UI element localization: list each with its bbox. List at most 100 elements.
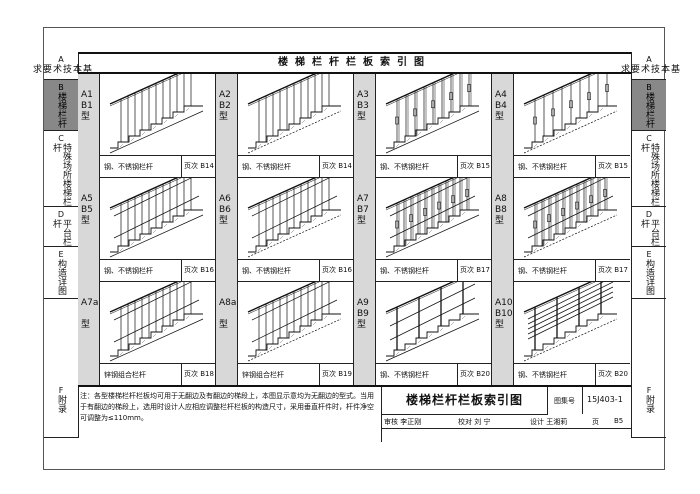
type-label: A4 B4 型 [495,90,507,122]
railing-elevation-drawing [100,74,216,156]
atlas-label: 图集号 [554,397,575,405]
chapter-title: 基本技术要求 [619,64,679,73]
railing-type-cell[interactable]: A1 B1 型钢、不锈钢栏杆 页次 B14 [78,74,216,178]
type-label-box: A10 B10 型 [492,282,514,386]
page-reference[interactable]: 页次 B16 [181,260,216,281]
type-label-box: A5 B5 型 [78,178,100,282]
caption-bar: 钢、不锈钢栏杆 页次 B14 [238,155,354,177]
type-label: A6 B6 型 [219,194,231,226]
page-reference[interactable]: 页次 B16 [319,260,354,281]
type-label-box: A3 B3 型 [354,74,376,178]
design-signature: 设计 王湘莉 [530,418,568,426]
chapter-title: 附录 [56,395,66,413]
general-note: 注：各型楼梯栏杆栏板均可用于无翻边及有翻边的梯段上，本图显示意均为无翻边的型式。… [80,392,374,422]
type-label: A8 B8 型 [495,194,507,226]
railing-elevation-drawing [376,74,492,156]
material-caption: 锌钢组合栏杆 [104,371,146,379]
chapter-letter: F [58,386,64,395]
railing-elevation-drawing [376,282,492,364]
chapter-letter: B [58,83,64,92]
signature-row: 审核 李正刚 校对 刘 宁 设计 王湘莉 页 B5 [382,414,632,429]
caption-bar: 锌钢组合栏杆 页次 B18 [100,363,216,385]
chapter-title: 构造详图 [644,259,654,295]
type-label: A10 B10 型 [495,298,513,330]
material-caption: 钢、不锈钢栏杆 [518,163,567,171]
chapter-title: 特殊场所楼梯栏杆 [51,143,71,206]
page-reference[interactable]: 页次 B14 [319,156,354,177]
page-reference[interactable]: 页次 B20 [457,364,492,385]
railing-elevation-drawing [238,282,354,364]
chapter-title: 构造详图 [56,259,66,295]
type-label-box: A7 B7 型 [354,178,376,282]
page-reference[interactable]: 页次 B17 [595,260,630,281]
page-number: B5 [614,417,624,425]
railing-elevation-drawing [100,178,216,260]
chapter-letter: C [58,134,64,143]
chapter-title: 基本技术要求 [31,64,91,73]
caption-bar: 钢、不锈钢栏杆 页次 B15 [376,155,492,177]
railing-elevation-drawing [514,282,630,364]
chapter-title: 平台栏杆 [51,219,71,246]
type-label-box: A8 B8 型 [492,178,514,282]
chapter-letter: B [646,83,652,92]
railing-type-cell[interactable]: A2 B2 型钢、不锈钢栏杆页次 B14 [216,74,354,178]
type-label-box: A9 B9 型 [354,282,376,386]
railing-type-cell[interactable]: A8a 型锌钢组合栏杆页次 B19 [216,282,354,386]
page-reference[interactable]: 页次 B20 [595,364,630,385]
chapter-title: 特殊场所楼梯栏杆 [639,143,659,206]
type-label-box: A1 B1 型 [78,74,100,178]
material-caption: 钢、不锈钢栏杆 [380,267,429,275]
page-reference[interactable]: 页次 B15 [595,156,630,177]
sheet-title: 楼梯栏杆栏板索引图 [78,54,631,74]
railing-type-cell[interactable]: A3 B3 型钢、不锈钢栏杆 页次 B15 [354,74,492,178]
railing-type-cell[interactable]: A9 B9 型钢、不锈钢栏杆页次 B20 [354,282,492,386]
chapter-letter: E [646,250,652,259]
chapter-title: 附录 [644,395,654,413]
chapter-title: 楼梯栏杆 [56,92,66,128]
railing-type-cell[interactable]: A7 B7 型钢、不锈钢栏杆 页次 B17 [354,178,492,282]
railing-elevation-drawing [514,74,630,156]
railing-type-cell[interactable]: A5 B5 型钢、不锈钢栏杆页次 B16 [78,178,216,282]
material-caption: 钢、不锈钢栏杆 [242,163,291,171]
page-reference[interactable]: 页次 B14 [181,156,216,177]
railing-elevation-drawing [376,178,492,260]
caption-bar: 钢、不锈钢栏杆 页次 B15 [514,155,630,177]
material-caption: 钢、不锈钢栏杆 [242,267,291,275]
page-reference[interactable]: 页次 B15 [457,156,492,177]
caption-bar: 钢、不锈钢栏杆页次 B20 [376,363,492,385]
page-label: 页 [592,418,599,426]
type-label: A1 B1 型 [81,90,93,122]
railing-type-cell[interactable]: A4 B4 型钢、不锈钢栏杆 页次 B15 [492,74,630,178]
chapter-letter: F [646,386,652,395]
railing-type-cell[interactable]: A6 B6 型钢、不锈钢栏杆 页次 B16 [216,178,354,282]
chapter-title: 平台栏杆 [639,219,659,246]
material-caption: 钢、不锈钢栏杆 [104,163,153,171]
material-caption: 钢、不锈钢栏杆 [380,163,429,171]
page-reference[interactable]: 页次 B19 [319,364,354,385]
type-label-box: A6 B6 型 [216,178,238,282]
railing-type-cell[interactable]: A10 B10 型钢、不锈钢栏杆页次 B20 [492,282,630,386]
railing-type-cell[interactable]: A7a 型锌钢组合栏杆 页次 B18 [78,282,216,386]
page-reference[interactable]: 页次 B17 [457,260,492,281]
railing-type-cell[interactable]: A8 B8 型钢、不锈钢栏杆页次 B17 [492,178,630,282]
drawing-sheet-border [43,27,665,470]
chapter-letter: D [57,210,65,219]
chapter-title: 楼梯栏杆 [644,92,654,128]
type-label-box: A7a 型 [78,282,100,386]
page-reference[interactable]: 页次 B18 [181,364,216,385]
